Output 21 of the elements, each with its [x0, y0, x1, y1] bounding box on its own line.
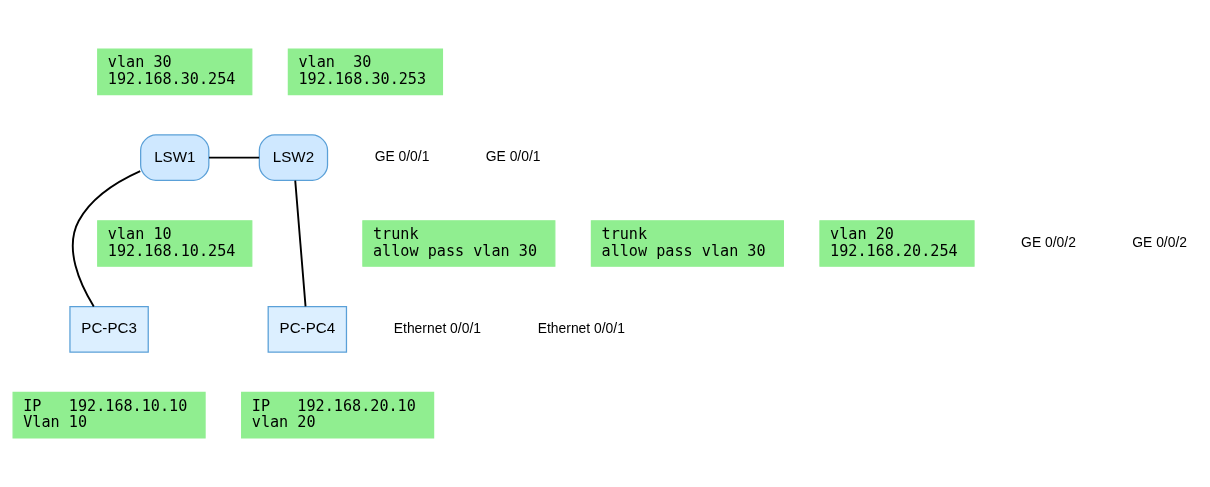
node-box: trunk allow pass vlan 30 — [362, 220, 556, 267]
node-box: LSW2 — [258, 134, 329, 181]
connector — [208, 156, 261, 159]
connector — [71, 170, 142, 308]
label: GE 0/0/2 — [1132, 234, 1188, 251]
label: GE 0/0/1 — [485, 148, 541, 165]
label: Ethernet 0/0/1 — [537, 319, 625, 336]
node-box: vlan 10 192.168.10.254 — [97, 220, 253, 267]
label: Ethernet 0/0/1 — [393, 319, 481, 336]
node-box: IP 192.168.20.10 vlan 20 — [241, 391, 435, 439]
node-box: vlan 30 192.168.30.253 — [287, 48, 444, 96]
node-box: vlan 30 192.168.30.254 — [97, 48, 253, 96]
label: GE 0/0/1 — [374, 148, 430, 165]
node-box: LSW1 — [140, 134, 210, 181]
node-box: PC-PC3 — [69, 306, 149, 353]
node-box: trunk allow pass vlan 30 — [590, 220, 784, 267]
connector — [294, 179, 307, 308]
node-box: PC-PC4 — [267, 306, 348, 353]
node-box: IP 192.168.10.10 Vlan 10 — [12, 391, 206, 439]
label: GE 0/0/2 — [1021, 234, 1076, 251]
node-box: vlan 20 192.168.20.254 — [819, 220, 975, 267]
